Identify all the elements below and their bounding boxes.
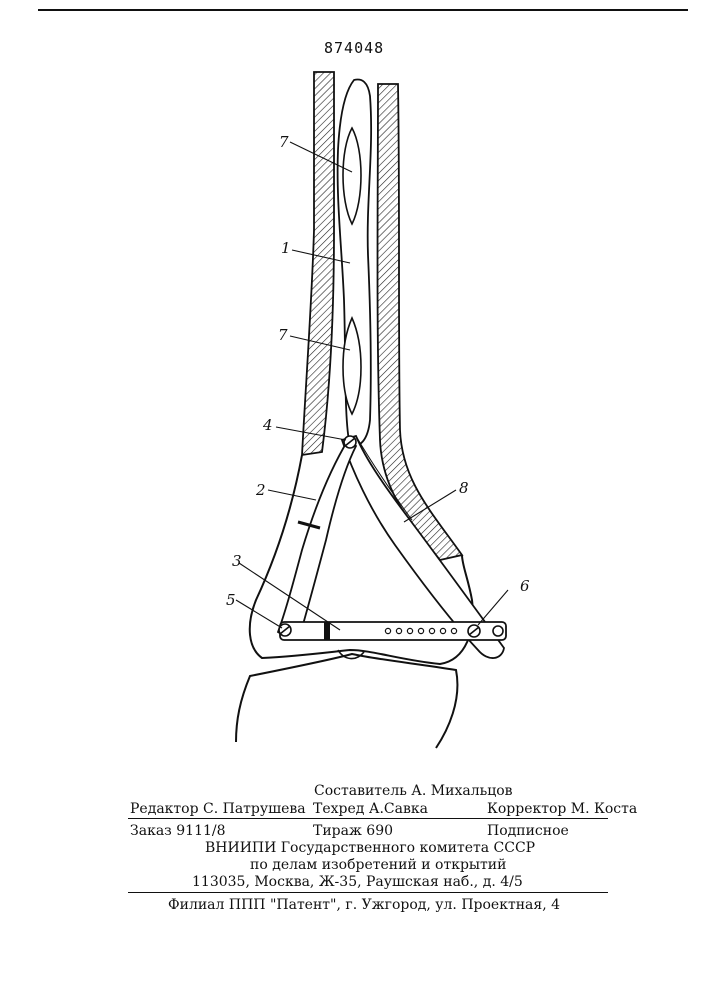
imprint-compiler: Составитель А. Михальцов [314, 783, 513, 799]
screw-5 [279, 624, 291, 636]
imprint-circulation: Тираж 690 [313, 823, 393, 839]
label-1: 1 [281, 240, 291, 256]
imprint-org-line-1: ВНИИПИ Государственного комитета СССР [205, 840, 535, 856]
imprint-order: Заказ 9111/8 [130, 823, 226, 839]
label-5: 5 [226, 592, 236, 608]
imprint-address: 113035, Москва, Ж-35, Раушская наб., д. … [192, 874, 523, 890]
label-2: 2 [256, 482, 266, 498]
screw-4 [344, 436, 356, 448]
label-7-lower: 7 [278, 327, 288, 343]
imprint-corrector: Корректор М. Коста [487, 801, 637, 817]
label-7-upper: 7 [279, 134, 289, 150]
leader-lines [236, 142, 508, 630]
label-4: 4 [263, 417, 273, 433]
label-8: 8 [459, 480, 469, 496]
imprint-subscription: Подписное [487, 823, 569, 839]
tibia-outline [236, 654, 457, 748]
imprint-techred: Техред А.Савка [313, 801, 428, 817]
imprint-org-line-2: по делам изобретений и открытий [250, 857, 506, 873]
bone-cortex-left [302, 72, 334, 455]
imprint-editor: Редактор С. Патрушева [130, 801, 306, 817]
technical-drawing [0, 0, 707, 760]
label-6: 6 [520, 578, 530, 594]
imprint-rule-1 [128, 818, 608, 819]
imprint-rule-2 [128, 892, 608, 893]
label-3: 3 [232, 553, 242, 569]
lever-2 [278, 440, 356, 636]
imprint-branch: Филиал ППП "Патент", г. Ужгород, ул. Про… [168, 897, 560, 913]
